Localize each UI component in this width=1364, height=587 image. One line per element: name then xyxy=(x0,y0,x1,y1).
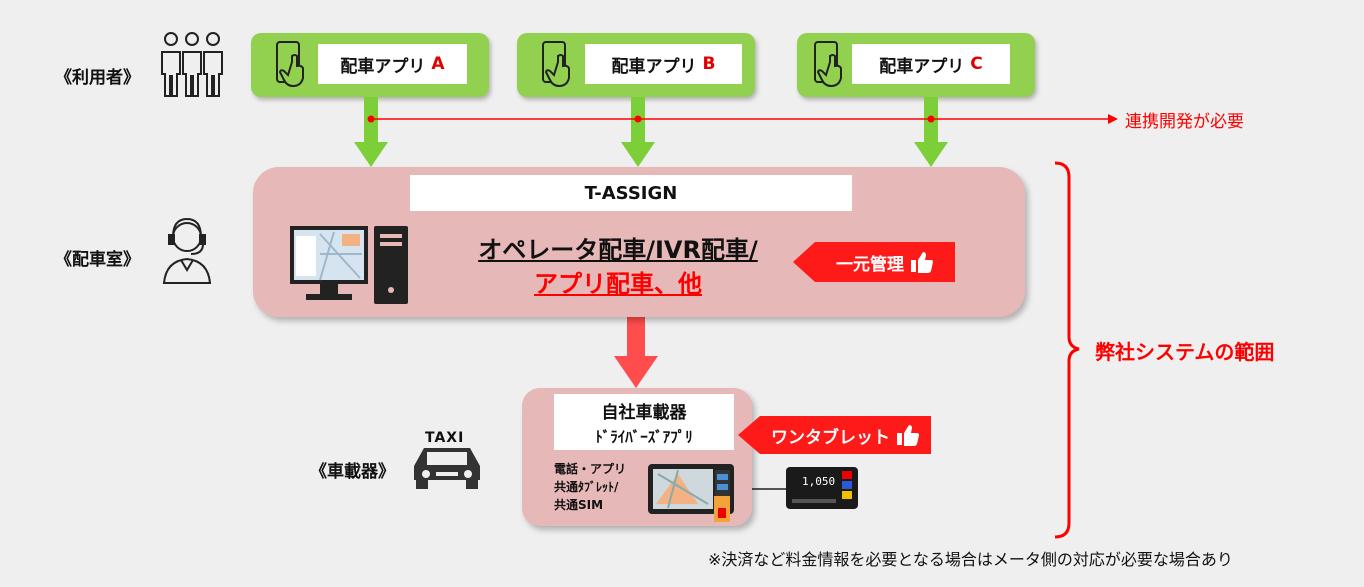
taxi-sign-label: TAXI xyxy=(425,430,465,446)
shared-line-3: 共通SIM xyxy=(554,498,604,512)
role-vehicle-device: 《車載器》 xyxy=(310,462,395,482)
smartphone-tap-icon xyxy=(542,41,570,88)
scope-bracket xyxy=(1054,161,1080,539)
t-assign-title: T-ASSIGN xyxy=(410,175,852,211)
app-letter: B xyxy=(702,54,716,74)
scope-label: 弊社システムの範囲 xyxy=(1095,340,1275,364)
smartphone-tap-icon xyxy=(276,41,304,88)
meter-value: 1,050 xyxy=(802,475,836,488)
operator-headset-icon xyxy=(162,217,212,284)
app-name: 配車アプリ xyxy=(340,56,426,77)
central-management-label: 一元管理 xyxy=(836,254,904,275)
app-letter: C xyxy=(970,54,983,74)
device-title-box: 自社車載器 ﾄﾞﾗｲﾊﾞｰｽﾞｱﾌﾟﾘ xyxy=(554,394,734,450)
computer-monitor-icon xyxy=(290,226,408,304)
taxi-car-icon xyxy=(414,448,480,489)
system-features-line1: オペレータ配車/IVR配車/ xyxy=(478,236,758,264)
device-title: 自社車載器 xyxy=(601,403,687,423)
system-features-line2: アプリ配車、他 xyxy=(534,270,702,298)
shared-line-1: 電話・アプリ xyxy=(554,462,627,476)
smartphone-tap-icon xyxy=(814,41,842,88)
thumbs-up-icon xyxy=(897,425,919,446)
role-dispatch-room: 《配車室》 xyxy=(55,250,140,270)
device-subtitle: ﾄﾞﾗｲﾊﾞｰｽﾞｱﾌﾟﾘ xyxy=(595,428,693,446)
tablet-icon xyxy=(648,464,734,522)
shared-device-note: 電話・アプリ 共通ﾀﾌﾞﾚｯﾄ/ 共通SIM xyxy=(554,460,626,514)
app-letter: A xyxy=(431,54,445,74)
green-arrows xyxy=(354,97,948,167)
red-arrow xyxy=(614,316,658,388)
taxi-meter: 1,050 xyxy=(786,467,858,509)
one-tablet-label: ワンタブレット xyxy=(771,427,890,448)
shared-line-2: 共通ﾀﾌﾞﾚｯﾄ/ xyxy=(554,480,619,494)
role-users: 《利用者》 xyxy=(55,68,140,88)
integration-note: 連携開発が必要 xyxy=(1125,112,1244,132)
one-tablet-callout: ワンタブレット xyxy=(738,416,931,454)
footnote: ※決済など料金情報を必要となる場合はメータ側の対応が必要な場合あり xyxy=(708,550,1233,569)
app-name: 配車アプリ xyxy=(879,56,965,77)
thumbs-up-icon xyxy=(911,252,933,273)
users-group-icon xyxy=(161,32,223,97)
central-management-callout: 一元管理 xyxy=(793,242,955,282)
app-name: 配車アプリ xyxy=(611,56,697,77)
